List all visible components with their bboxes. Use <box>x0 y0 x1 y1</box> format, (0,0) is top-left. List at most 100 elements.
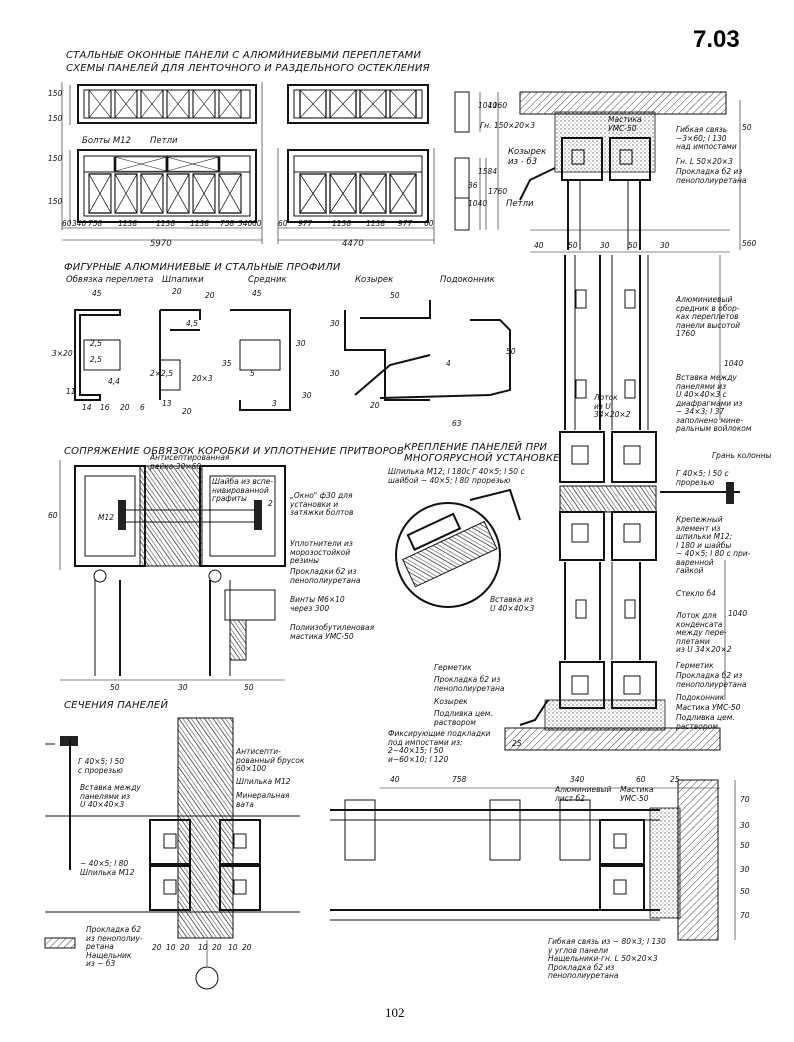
rs-dim-2: 25 <box>512 739 522 748</box>
label-visor-top: Козырек из - б3 <box>508 147 547 167</box>
mounting-pin: Шпилька М12; l 180с шайбой − 40×5; l 80 <box>388 467 471 485</box>
height-1: 150 <box>48 114 63 123</box>
panel-sections-right <box>330 779 736 941</box>
sec-angle: Г 40×5; l 50 с прорезью <box>78 757 125 775</box>
profile-name-0: Обвязка переплета <box>66 275 154 285</box>
pdim-16: 16 <box>100 403 110 412</box>
br-flex: Гибкая связь из − 80×3; l 130 у углов па… <box>548 937 666 980</box>
side-dim-4: 36 <box>468 181 478 190</box>
pdim-23: 30 <box>330 369 340 378</box>
pdim-24: 63 <box>452 419 462 428</box>
label-gasket-top: Прокладка б2 из пенополиуретана <box>676 167 747 185</box>
pdim-14: 14 <box>82 403 92 412</box>
sec-dim-4: 20 <box>212 943 222 952</box>
top-right-section <box>519 91 741 253</box>
sec-washer: − 40×5; l 80 Шпилька М12 <box>80 859 135 877</box>
title-line-1: СТАЛЬНЫЕ ОКОННЫЕ ПАНЕЛИ С АЛЮМИНИЕВЫМИ П… <box>66 50 422 61</box>
panel-scheme-top-left <box>77 84 257 124</box>
rs-visor: Козырек <box>434 697 468 706</box>
rs-shims: Фиксирующие подкладки под импостами из: … <box>388 729 491 764</box>
pdim-12: 30 <box>296 339 306 348</box>
sec-dim-3: 10 <box>198 943 208 952</box>
tr-dim-0: 40 <box>534 241 544 250</box>
profile-name-2: Средник <box>248 275 287 285</box>
dim-left-7: 340 <box>238 219 253 228</box>
sec-dim-5: 10 <box>228 943 238 952</box>
height-3: 150 <box>48 197 63 206</box>
pdim-15: 20 <box>120 403 130 412</box>
pdim-28: 13 <box>162 399 172 408</box>
side-dim-1: 1160 <box>488 101 508 110</box>
pdim-13: 11 <box>66 387 76 396</box>
dim-right-1: 977 <box>298 219 313 228</box>
profiles-header: ФИГУРНЫЕ АЛЮМИНИЕВЫЕ И СТАЛЬНЫЕ ПРОФИЛИ <box>64 262 341 273</box>
dim-right-5: 60 <box>424 219 434 228</box>
dim-left-0: 60 <box>62 219 72 228</box>
pdim-20: 30 <box>302 391 312 400</box>
rs-angle: Г 40×5; l 50 с прорезью <box>676 469 729 487</box>
mounting-detail-circle <box>395 488 521 608</box>
joint-dim-1: 2 <box>268 499 273 508</box>
panel-sections-left <box>44 717 300 990</box>
rs-mullion: Алюминиевый средник в обор- ках переплет… <box>676 295 740 338</box>
joint-gasket: Прокладки б2 из пенополиуретана <box>290 567 361 585</box>
pdim-21: 30 <box>330 319 340 328</box>
pdim-4: 50 <box>390 291 400 300</box>
sec-pin: Шпилька М12 <box>236 777 291 786</box>
pdim-2: 20 <box>205 291 215 300</box>
br-dim-1: 758 <box>452 775 467 784</box>
rs-fastener: Крепежный элемент из шпильки М12; l 180 … <box>676 515 751 575</box>
side-dim-0: 1040 <box>478 101 498 110</box>
dim-left-4: 1138 <box>156 219 176 228</box>
dim-right-4: 977 <box>398 219 413 228</box>
dim-right-3: 1138 <box>366 219 386 228</box>
pdim-9: 2×2,5 <box>150 369 173 378</box>
pdim-7: 2,5 <box>90 355 102 364</box>
joint-detail <box>59 460 286 681</box>
br-dim-5: 70 <box>740 795 750 804</box>
tr-dim-3: 50 <box>628 241 638 250</box>
tr-dim-2: 30 <box>600 241 610 250</box>
sec-dim-0: 20 <box>152 943 162 952</box>
br-dim-9: 50 <box>740 887 750 896</box>
pdim-27: 4,4 <box>108 377 120 386</box>
pdim-11: 35 <box>222 359 232 368</box>
joint-antiseptic: Антисептированная рейка 30×60 <box>150 453 230 471</box>
label-gn-50: Гн. L 50×20×3 <box>676 157 733 166</box>
sheet-number: 7.03 <box>693 26 740 53</box>
panel-scheme-top-right <box>287 84 429 124</box>
sec-dim-2: 20 <box>180 943 190 952</box>
pdim-17: 6 <box>140 403 145 412</box>
rs-condensate: Лоток для конденсата между пере- плетами… <box>676 611 732 654</box>
rs-column: Грань колонны <box>712 451 772 460</box>
br-dim-2: 340 <box>570 775 585 784</box>
pdim-3: 45 <box>252 289 262 298</box>
rs-sill: Подоконник <box>676 693 725 702</box>
dim-right-2: 1138 <box>332 219 352 228</box>
side-dim-3: 1040 <box>468 199 488 208</box>
joint-dim-3: 30 <box>178 683 188 692</box>
joint-dim-2: 50 <box>110 683 120 692</box>
rs-gasket-left: Прокладка б2 из пенополиуретана <box>434 675 505 693</box>
sec-dim-1: 10 <box>166 943 176 952</box>
right-vertical-section <box>504 255 740 751</box>
br-dim-3: 60 <box>636 775 646 784</box>
side-dim-2: 1584 <box>478 167 498 176</box>
rs-mortar-right: Подливка цем. раствором <box>676 713 735 731</box>
joint-dim-0: 60 <box>48 511 58 520</box>
scheme-dimension-lines <box>61 82 435 244</box>
pdim-10: 20×3 <box>192 374 213 383</box>
panel-side-elevation <box>454 91 499 231</box>
joint-dim-4: 50 <box>244 683 254 692</box>
rs-sealant: Герметик <box>434 663 472 672</box>
joint-header: СОПРЯЖЕНИЕ ОБВЯЗОК КОРОБКИ И УПЛОТНЕНИЕ … <box>64 446 405 457</box>
total-width-left: 5970 <box>150 239 172 249</box>
rs-tray: Лоток из U 34×20×2 <box>594 393 631 419</box>
br-dim-6: 30 <box>740 821 750 830</box>
label-gn-150: Гн. 150×20×3 <box>480 121 536 130</box>
height-0: 150 <box>48 89 63 98</box>
label-hinges: Петли <box>150 136 178 146</box>
joint-window: „Окно" ф30 для установки и затяжки болто… <box>290 491 354 517</box>
height-2: 150 <box>48 154 63 163</box>
